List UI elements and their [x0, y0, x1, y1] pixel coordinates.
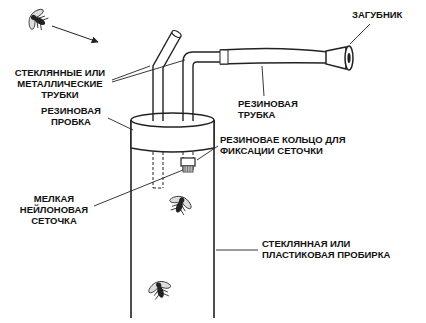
fly — [145, 277, 174, 301]
nylon-mesh — [183, 166, 193, 172]
test-tube — [131, 120, 214, 318]
part-label: СТЕКЛЯННАЯ ИЛИ ПЛАСТИКОВАЯ ПРОБИРКА — [262, 238, 417, 260]
intake-tube — [153, 32, 181, 121]
rubber-hose — [220, 48, 328, 64]
mouthpiece — [326, 46, 353, 70]
part-label: РЕЗИНОВАЯ ТРУБКА — [238, 98, 300, 120]
suction-tube — [183, 52, 222, 121]
intake-tube-inner — [153, 152, 163, 188]
arrow — [52, 26, 98, 42]
fly — [165, 191, 195, 217]
leader-lines — [94, 24, 370, 250]
fly — [23, 4, 51, 35]
rubber-ring — [181, 158, 195, 166]
stopper-top — [131, 113, 214, 127]
part-label: ЗАГУБНИК — [352, 9, 422, 20]
part-label: СТЕКЛЯННЫЕ ИЛИ МЕТАЛЛИЧЕСКИЕ ТРУБКИ — [10, 67, 110, 100]
part-label: МЕЛКАЯ НЕЙЛОНОВАЯ СЕТОЧКА — [14, 193, 94, 226]
part-label: РЕЗИНОВАЯ ПРОБКА — [36, 105, 106, 127]
part-label: РЕЗИНОВАЕ КОЛЬЦО ДЛЯ ФИКСАЦИИ СЕТОЧКИ — [220, 134, 370, 156]
